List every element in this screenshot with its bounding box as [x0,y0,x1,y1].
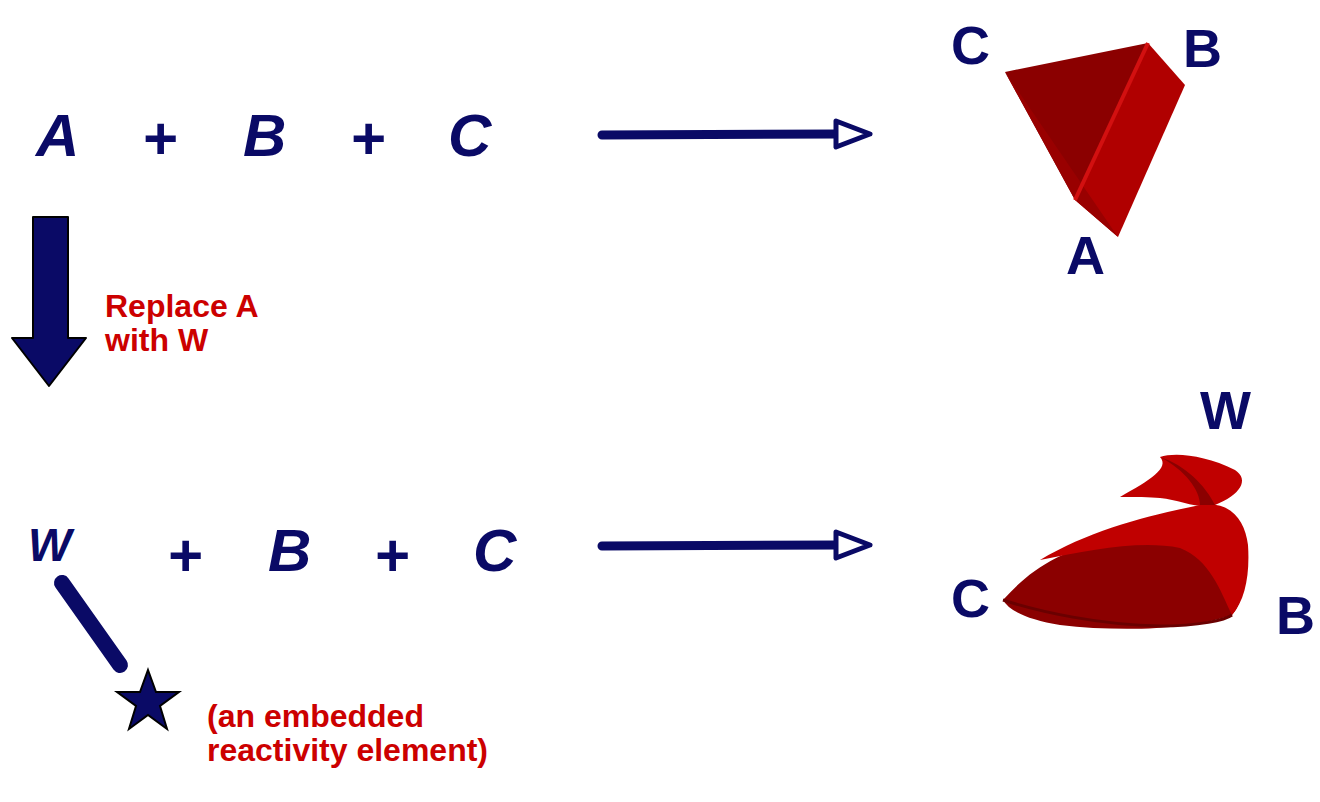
vertex-label: B [1183,20,1222,77]
reactant-label: W [28,521,71,569]
replace-arrow [12,217,86,386]
reactivity-note: (an embedded reactivity element) [207,700,537,767]
plus-sign: + [142,107,177,170]
replace-note: Replace A with W [105,290,305,357]
plus-sign: + [167,524,202,587]
curved-surface-shape [1003,455,1248,629]
plus-sign: + [350,107,385,170]
reactant-label: C [473,519,516,582]
reaction-arrow [602,532,870,558]
vertex-label: W [1200,382,1251,439]
tetrahedron-shape [1005,43,1185,237]
star-symbol [117,670,179,729]
reactant-label: A [36,104,79,167]
vertex-label: C [951,17,990,74]
vertex-label: A [1066,227,1105,284]
reactant-label: C [448,104,491,167]
tether-line [62,583,120,665]
reactant-label: B [268,519,311,582]
reactant-label: B [243,104,286,167]
plus-sign: + [374,524,409,587]
vertex-label: B [1276,587,1315,644]
reaction-arrow [602,121,870,147]
vertex-label: C [951,570,990,627]
